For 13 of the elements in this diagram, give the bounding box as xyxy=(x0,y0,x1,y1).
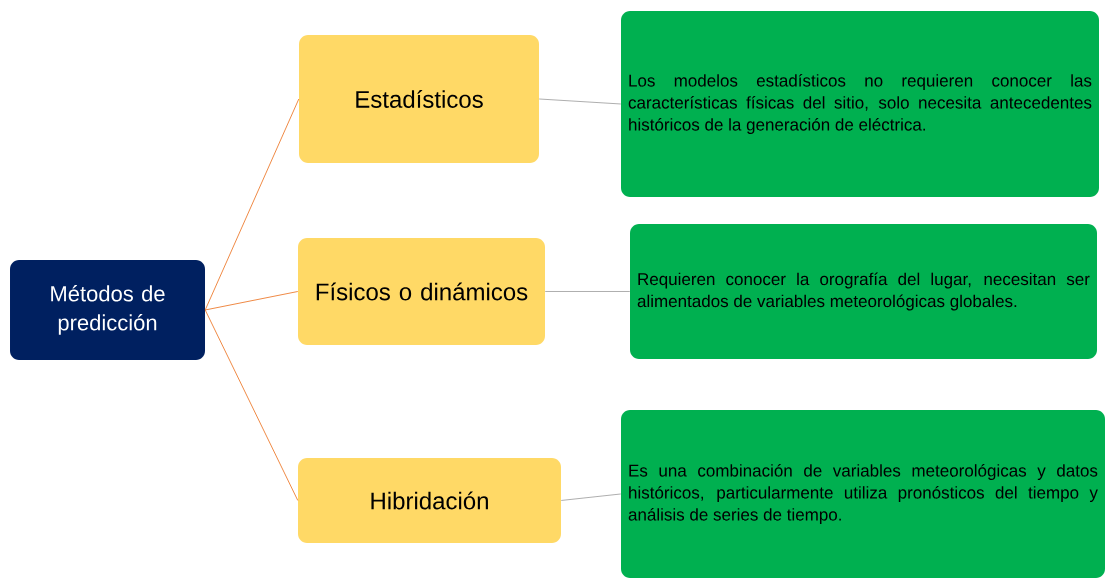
connector-line xyxy=(560,493,622,501)
description-box: Los modelos estadísticos no requieren conocer las características físicas del sitio, solo necesita antecedentes históricos de la generación de eléctrica. xyxy=(621,11,1099,197)
connector-line xyxy=(204,291,299,311)
description-box: Es una combinación de variables meteorológicas y datos históricos, particularmente utiliza pronósticos del tiempo y análisis de series de tiempo. xyxy=(621,410,1105,578)
connector-line xyxy=(204,309,299,501)
category-box: Hibridación xyxy=(298,458,561,543)
root-box: Métodos de predicción xyxy=(10,260,205,360)
connector-line xyxy=(544,291,631,292)
connector-line xyxy=(538,98,622,105)
description-box: Requieren conocer la orografía del lugar, necesitan ser alimentados de variables meteorológicas globales. xyxy=(630,224,1097,359)
category-box: Físicos o dinámicos xyxy=(298,238,545,345)
connector-line xyxy=(204,98,300,311)
category-box: Estadísticos xyxy=(299,35,539,163)
